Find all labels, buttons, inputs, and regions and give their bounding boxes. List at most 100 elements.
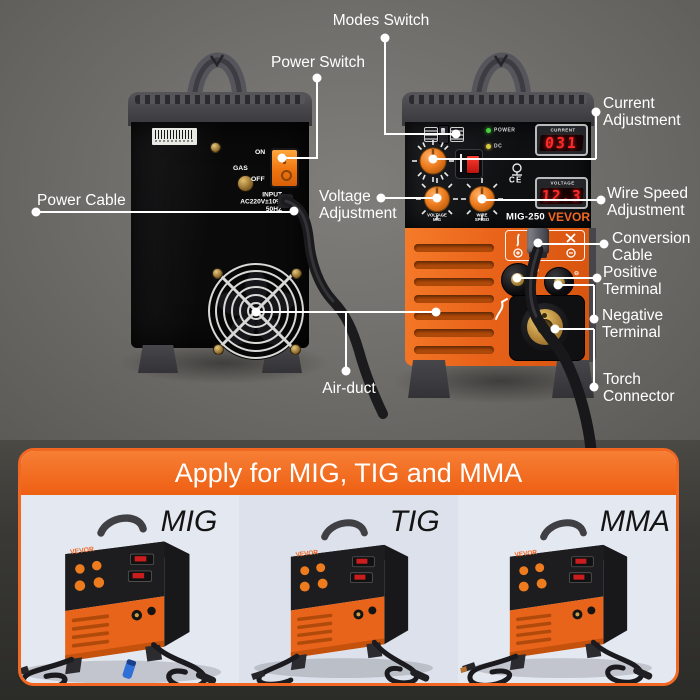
voltage-knob-caption: VOLTAGE MIG [424, 213, 449, 222]
barcode-sticker [152, 128, 197, 145]
gas-fitting [237, 175, 254, 192]
vent-slot [414, 312, 494, 320]
application-label-tig: TIG [389, 505, 440, 538]
callout-line [517, 277, 597, 279]
callout-line [384, 38, 386, 134]
callout-line [482, 199, 601, 201]
current-display-value: 031 [539, 134, 584, 152]
input-rating-text: INPUT AC220V±10% 50HZ [232, 191, 282, 213]
vent-slot [414, 346, 494, 354]
torch-polarity-icon [513, 233, 523, 258]
application-examples: MIG VEVOR [21, 495, 676, 683]
callout-line [282, 157, 316, 159]
vent-slot [414, 295, 494, 303]
product-photo-tig: VEVOR [251, 519, 434, 683]
current-display: CURRENT 031 [535, 124, 588, 156]
clamp-polarity-icon [565, 233, 576, 258]
callout-voltage-adjustment: Voltage Adjustment [319, 188, 397, 222]
front-machine-foot-right [552, 360, 594, 398]
input-line-2: AC220V±10% [240, 198, 282, 206]
front-machine-foot-left [408, 360, 450, 398]
product-brand: VEVOR [296, 549, 320, 559]
callout-dot [553, 280, 563, 290]
back-machine-top-cap [128, 92, 312, 126]
fan-screw [212, 268, 223, 279]
callout-air-duct: Air-duct [322, 380, 376, 397]
product-brand: VEVOR [514, 549, 538, 559]
voltage-caption-top: VOLTAGE [427, 213, 447, 218]
callout-line [593, 285, 595, 319]
callout-dot [596, 195, 606, 205]
gas-mode-switch-panel [455, 149, 483, 179]
application-tig: TIG VEVOR [239, 495, 458, 683]
power-led [486, 128, 491, 133]
vent-slot [414, 329, 494, 337]
product-brand: VEVOR [70, 546, 95, 556]
fan-screw [213, 344, 224, 355]
rocker-off-mark [281, 170, 292, 181]
barcode-bars [155, 130, 194, 139]
callout-line [555, 328, 594, 330]
callout-line [345, 312, 347, 371]
torch-doodle-icon [495, 298, 508, 320]
panel-banner: Apply for MIG, TIG and MMA [21, 451, 676, 495]
callout-dot [589, 382, 599, 392]
callout-dot [251, 307, 261, 317]
callout-line [538, 243, 604, 245]
back-machine-foot-left [138, 345, 178, 373]
callout-line [316, 78, 318, 159]
callout-line [433, 158, 596, 160]
current-display-label: CURRENT [550, 128, 576, 133]
callout-power-cable: Power Cable [37, 192, 126, 209]
callout-dot [512, 273, 522, 283]
input-line-1: INPUT [262, 191, 282, 199]
wire-caption-bottom: SPEED [474, 217, 490, 223]
application-label-mig: MIG [160, 505, 218, 538]
gas-label: GAS [233, 164, 248, 172]
callout-line [558, 284, 594, 286]
callout-line [593, 329, 595, 387]
dc-led [486, 144, 491, 149]
fan-screw [290, 344, 301, 355]
voltage-display: VOLTAGE 12.3 [535, 177, 588, 209]
callout-positive-terminal: Positive Terminal [603, 264, 662, 298]
power-led-label: POWER [494, 127, 516, 133]
callout-dot [432, 193, 442, 203]
vent-slot [414, 261, 494, 269]
callout-line [595, 112, 597, 159]
callout-line [381, 197, 437, 199]
vent-slot [414, 244, 494, 252]
back-machine-handle [186, 52, 248, 108]
callout-dot [289, 206, 299, 216]
modes-toggle-lever [441, 128, 445, 135]
voltage-caption-bottom: MIG [433, 217, 441, 223]
callout-line [384, 133, 456, 135]
fan-screw [291, 268, 302, 279]
callout-dot [599, 239, 609, 249]
callout-torch-connector: Torch Connector [603, 371, 675, 405]
model-label: MIG-250 [506, 212, 545, 223]
application-panel: Apply for MIG, TIG and MMA MIG VEVO [18, 448, 679, 686]
off-label: OFF [251, 175, 265, 183]
callout-wire-speed-adjustment: Wire Speed Adjustment [607, 185, 688, 219]
front-machine-handle [470, 52, 532, 108]
spool-cart-icon [512, 163, 522, 176]
callout-dot [277, 153, 287, 163]
torch-socket-hole [542, 313, 547, 318]
callout-dot [550, 324, 560, 334]
callout-conversion-cable: Conversion Cable [612, 230, 691, 264]
voltage-display-value: 12.3 [539, 187, 584, 205]
product-photo-mig: VEVOR [21, 514, 222, 683]
callout-modes-switch: Modes Switch [332, 12, 430, 29]
barcode-digits [155, 140, 194, 142]
vent-slot [414, 278, 494, 286]
wire-icon [460, 154, 462, 172]
dc-led-label: DC [494, 143, 503, 149]
product-photo-mma: VEVOR [459, 519, 652, 683]
on-label: ON [255, 148, 266, 156]
wire-caption-top: WIRE [476, 213, 488, 218]
callout-dot [428, 154, 438, 164]
callout-dot [477, 194, 487, 204]
power-plug [278, 194, 293, 208]
